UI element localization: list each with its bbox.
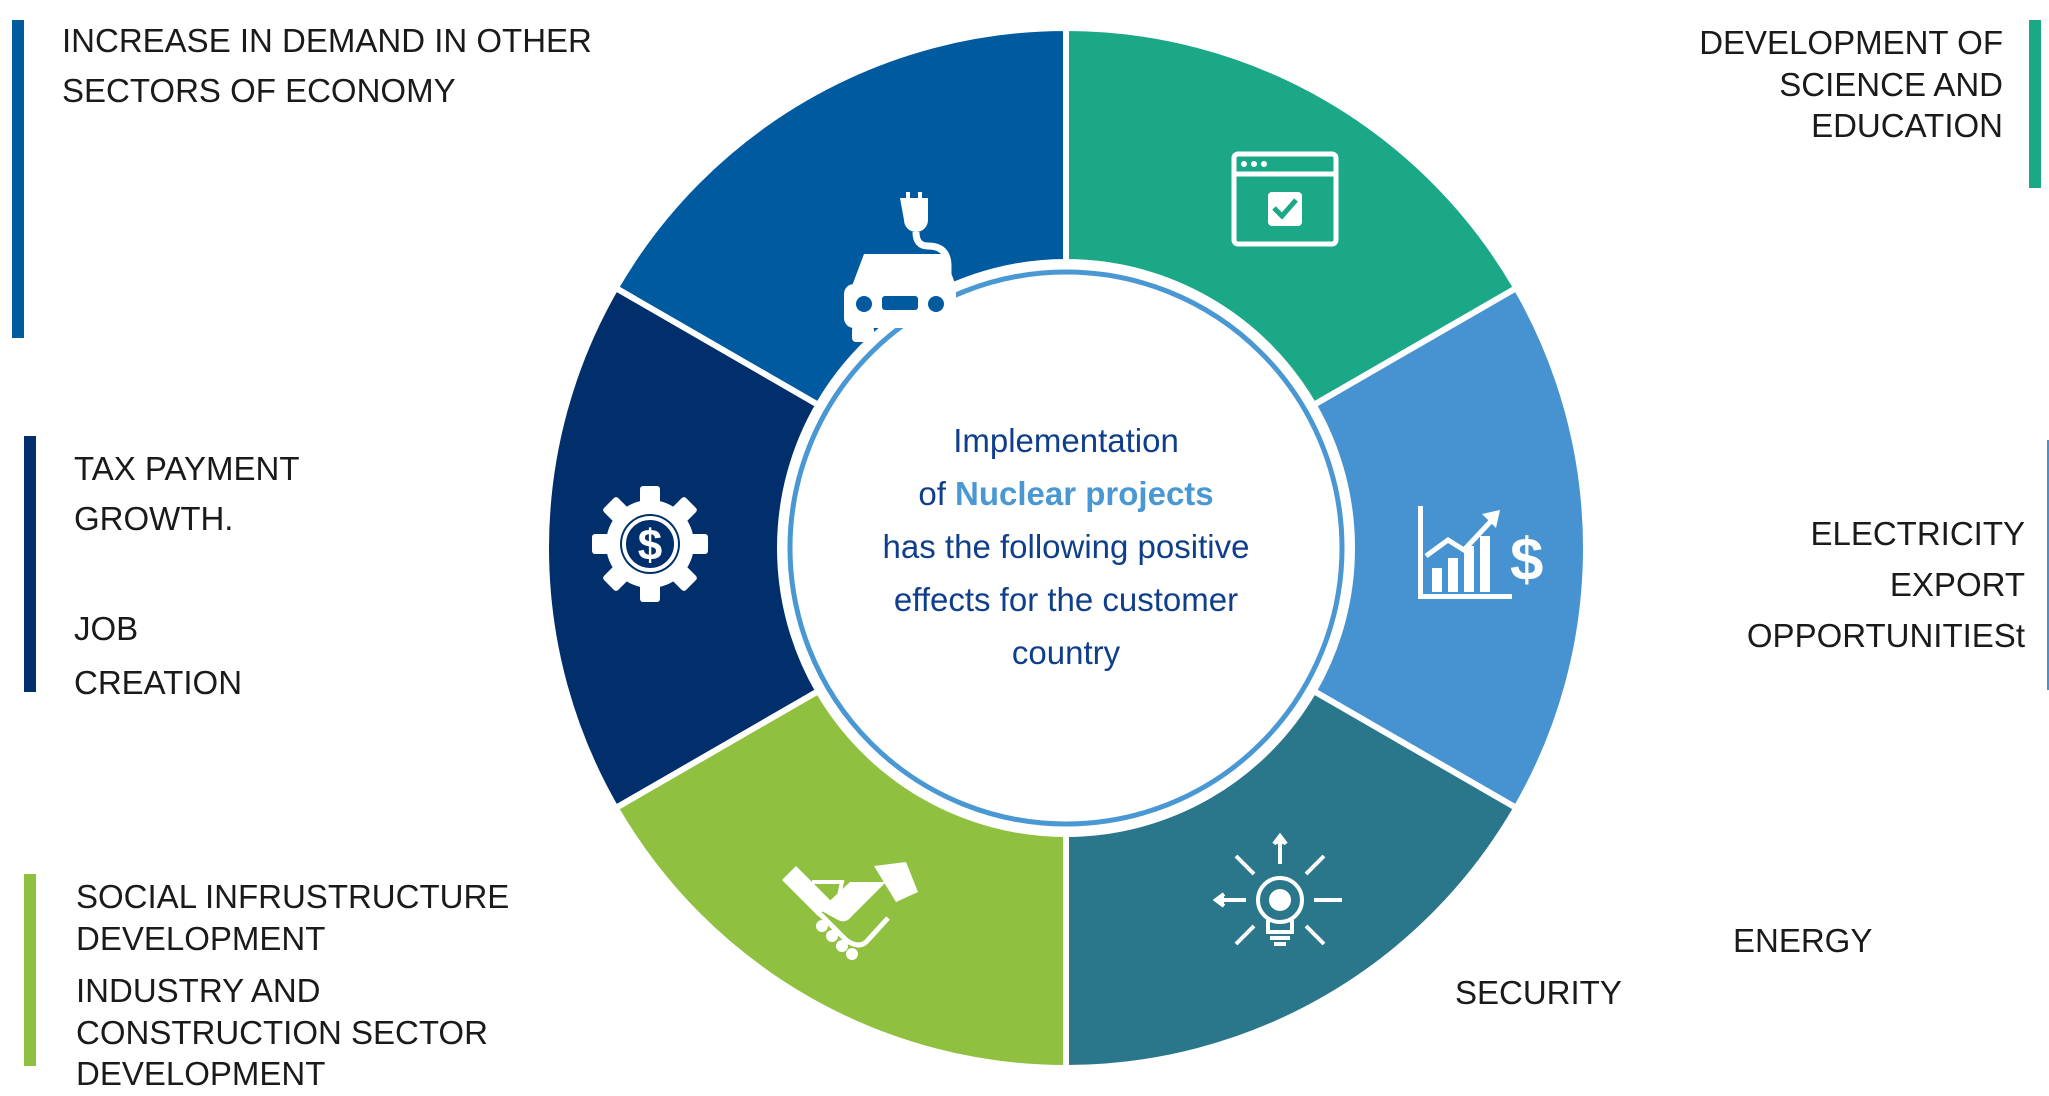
label-industry-line3: DEVELOPMENT [76,1055,326,1093]
label-job-line2: CREATION [74,663,243,701]
label-science: DEVELOPMENT OF SCIENCE AND EDUCATION [1699,22,2003,147]
label-demand-line1: INCREASE IN DEMAND IN OTHER [62,22,592,59]
social-accent-bar [24,874,36,1066]
lightbulb-gear-icon [1212,832,1342,946]
science-accent-bar [2029,20,2041,188]
chart-dollar-icon: $ [1418,506,1543,599]
dollar-gear-icon: $ [592,486,708,602]
label-job-line1: JOB [74,610,139,647]
label-science-line2: SCIENCE AND [1779,65,2003,103]
export-accent-bar [2047,440,2049,690]
label-industry-line1: INDUSTRY AND [76,972,321,1009]
browser-check-icon [1231,151,1339,247]
label-demand-line2: SECTORS OF ECONOMY [62,71,456,109]
label-export-line1: ELECTRICITY [1810,515,2025,552]
label-demand: INCREASE IN DEMAND IN OTHER SECTORS OF E… [62,20,592,111]
label-export-line2: EXPORT [1889,566,2025,604]
label-energy: ENERGY [1733,922,1873,959]
label-industry: INDUSTRY AND CONSTRUCTION SECTOR DEVELOP… [76,970,488,1095]
center-line2-prefix: of [918,475,956,512]
center-highlight: Nuclear projects [955,475,1214,512]
label-export-line3: OPPORTUNITIESt [1746,617,2025,655]
demand-accent-bar [12,20,24,338]
label-job: JOB CREATION [74,608,242,703]
label-tax: TAX PAYMENT GROWTH. [74,448,300,539]
label-social-line2: DEVELOPMENT [76,919,326,957]
center-line2: of Nuclear projects [816,467,1316,520]
center-line4: effects for the customer [893,581,1239,618]
center-line5: country [1011,634,1121,671]
label-social-line1: SOCIAL INFRUSTRUCTURE [76,878,510,915]
label-social: SOCIAL INFRUSTRUCTURE DEVELOPMENT [76,876,509,959]
tax-accent-bar [24,436,36,692]
handshake-icon [782,862,918,960]
svg-text:$: $ [1510,526,1543,593]
label-tax-line1: TAX PAYMENT [74,450,300,487]
label-science-line1: DEVELOPMENT OF [1699,24,2003,61]
label-industry-line2: CONSTRUCTION SECTOR [76,1013,488,1051]
svg-text:$: $ [638,521,662,570]
center-ring [787,269,1345,827]
label-tax-line2: GROWTH. [74,499,234,537]
label-export: ELECTRICITY EXPORT OPPORTUNITIESt [1747,508,2025,661]
label-security: SECURITY [1455,974,1622,1011]
center-caption: Implementation of Nuclear projects has t… [816,414,1316,679]
center-line3: has the following positive [882,528,1250,565]
center-disc [780,262,1352,834]
label-science-line3: EDUCATION [1811,107,2003,145]
center-line1: Implementation [953,422,1179,459]
electric-car-icon [844,192,956,342]
